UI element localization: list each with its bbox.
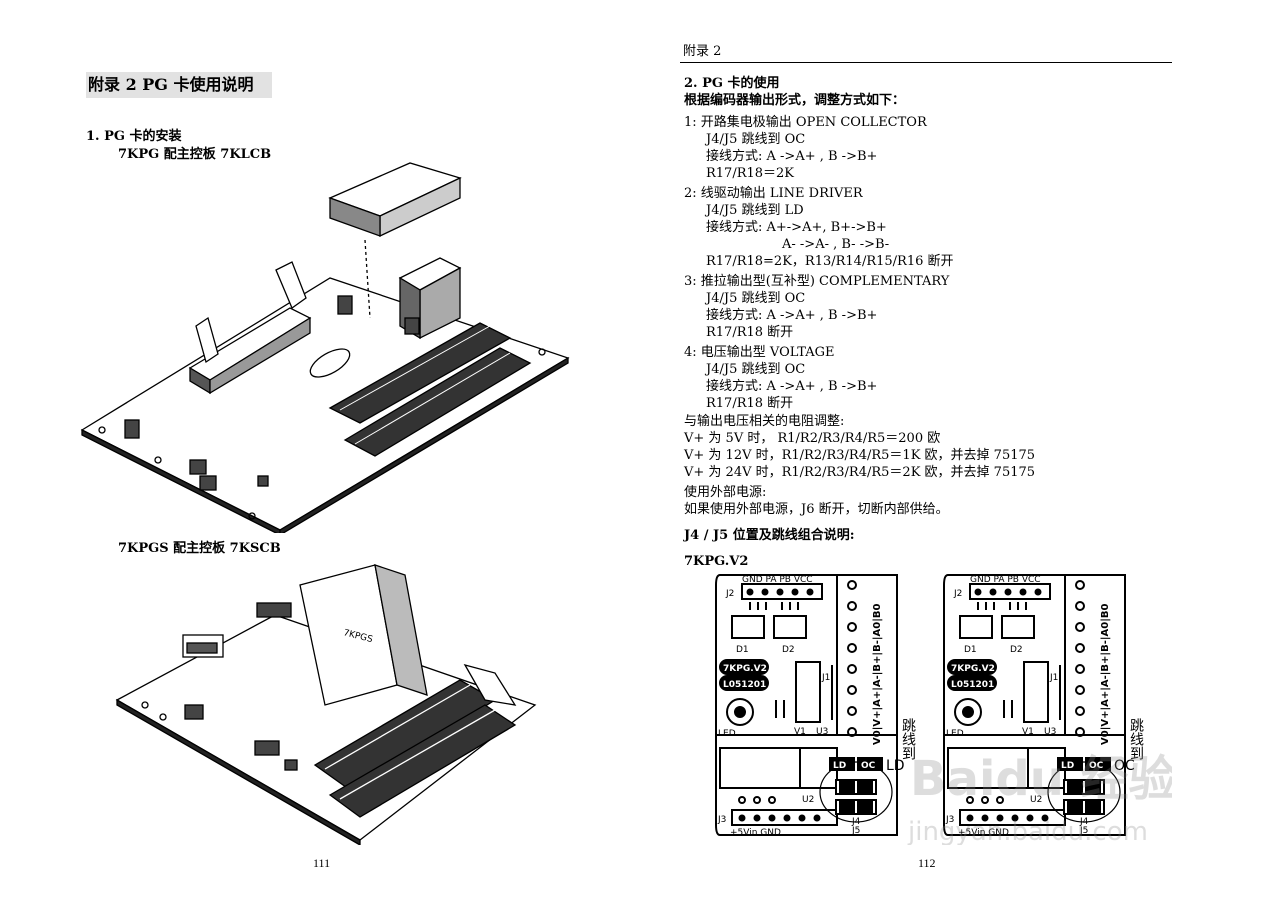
- mode-line: 接线方式: A ->A+ , B ->B+: [706, 308, 878, 323]
- j2-label: J2: [725, 589, 734, 599]
- mode-line: 接线方式: A ->A+ , B ->B+: [706, 379, 878, 394]
- jumper-note: 跳线到: [1128, 718, 1144, 760]
- u3-label: U3: [816, 727, 828, 737]
- terminal-label: V0|V+|A+|A-|B+|B-|A0|B0: [872, 604, 883, 745]
- j1-label: J1: [821, 673, 830, 683]
- baidu-watermark: Baidu 经验 jingyan.baidu.com: [907, 751, 1172, 845]
- j3-label: J3: [717, 815, 726, 825]
- mode-4: 4: 电压输出型 VOLTAGE J4/J5 跳线到 OC 接线方式: A ->…: [684, 344, 1174, 412]
- jumper-diagrams: GND PA PB VCC J2 D1 D2 J1 7KPG.V2 L05120…: [715, 574, 1172, 845]
- fig2-caption: 7KPGS 配主控板 7KSCB: [118, 541, 281, 556]
- jumper-target: OC: [1114, 758, 1135, 774]
- d1-label: D1: [736, 645, 749, 655]
- code-label: L051201: [951, 680, 994, 690]
- resistor-line: V+ 为 5V 时， R1/R2/R3/R4/R5＝200 欧: [684, 431, 941, 446]
- ext-power-text: 如果使用外部电源，J6 断开，切断内部供给。: [684, 502, 949, 517]
- mode-title: 4: 电压输出型 VOLTAGE: [684, 345, 835, 360]
- resistor-heading: 与输出电压相关的电阻调整:: [684, 414, 845, 429]
- mode-line: J4/J5 跳线到 OC: [706, 291, 806, 306]
- jumper-note: 跳线到: [900, 718, 916, 760]
- mode-line: J4/J5 跳线到 OC: [706, 132, 806, 147]
- board-diagram-oc: GND PA PB VCC J2 D1 D2 J1 7KPG.V2 L05120…: [943, 574, 1144, 838]
- mode-line: 接线方式: A+->A+, B+->B+: [706, 220, 887, 235]
- mode-title: 3: 推拉输出型(互补型) COMPLEMENTARY: [684, 274, 950, 289]
- mode-line: R17/R18 断开: [706, 325, 794, 340]
- oc-label: OC: [861, 761, 876, 771]
- watermark-url: jingyan.baidu.com: [907, 817, 1148, 845]
- model-label: 7KPG.V2: [723, 664, 767, 674]
- j5-label: J5: [851, 826, 860, 836]
- board-diagram-ld: GND PA PB VCC J2 D1 D2 J1 7KPG.V2 L05120…: [715, 574, 916, 838]
- board-name: 7KPG.V2: [684, 554, 749, 569]
- mode-2: 2: 线驱动输出 LINE DRIVER J4/J5 跳线到 LD 接线方式: …: [684, 185, 1174, 270]
- ld-label: LD: [833, 761, 846, 771]
- intro-text: 根据编码器输出形式，调整方式如下：: [684, 93, 906, 108]
- section2-heading: 2. PG 卡的使用: [684, 76, 780, 91]
- fig2-board-illustration: 7KPGS: [115, 564, 537, 845]
- mode-3: 3: 推拉输出型(互补型) COMPLEMENTARY J4/J5 跳线到 OC…: [684, 273, 1174, 341]
- terminal-label: V0|V+|A+|A-|B+|B-|A0|B0: [1100, 604, 1111, 745]
- d1-label: D1: [964, 645, 977, 655]
- section1-heading: 1. PG 卡的安装: [86, 129, 182, 144]
- appendix-title: 附录 2 PG 卡使用说明: [86, 72, 272, 98]
- mode-line: 接线方式: A ->A+ , B ->B+: [706, 149, 878, 164]
- jumper-target: LD: [886, 758, 905, 774]
- watermark-text: Baidu 经验: [910, 751, 1172, 807]
- j5-label: J5: [1079, 826, 1088, 836]
- u2-label: U2: [1030, 795, 1042, 805]
- j4-label: J4: [851, 817, 861, 827]
- led-label: LED: [718, 729, 736, 739]
- top-pins-label: GND PA PB VCC: [742, 575, 813, 585]
- right-page-number: 112: [918, 856, 936, 870]
- mode-1: 1: 开路集电极输出 OPEN COLLECTOR J4/J5 跳线到 OC 接…: [684, 114, 1174, 182]
- bottom-pins-label: +5Vin GND: [730, 828, 781, 838]
- mode-title: 2: 线驱动输出 LINE DRIVER: [684, 186, 863, 201]
- code-label: L051201: [723, 680, 766, 690]
- mode-line: R17/R18 断开: [706, 396, 794, 411]
- d2-label: D2: [782, 645, 795, 655]
- resistor-line: V+ 为 12V 时，R1/R2/R3/R4/R5＝1K 欧，并去掉 75175: [684, 448, 1036, 463]
- j2-label: J2: [953, 589, 962, 599]
- ext-power-heading: 使用外部电源:: [684, 485, 767, 500]
- mode-line: A- ->A- , B- ->B-: [782, 237, 890, 252]
- d2-label: D2: [1010, 645, 1023, 655]
- resistor-line: V+ 为 24V 时，R1/R2/R3/R4/R5＝2K 欧，并去掉 75175: [684, 465, 1036, 480]
- j4j5-heading: J4 / J5 位置及跳线组合说明:: [684, 528, 855, 543]
- ld-label: LD: [1061, 761, 1074, 771]
- mode-line: R17/R18＝2K: [706, 166, 795, 181]
- u3-label: U3: [1044, 727, 1056, 737]
- mode-line: J4/J5 跳线到 OC: [706, 362, 806, 377]
- model-label: 7KPG.V2: [951, 664, 995, 674]
- j3-label: J3: [945, 815, 954, 825]
- right-page-body: 2. PG 卡的使用 根据编码器输出形式，调整方式如下： 1: 开路集电极输出 …: [684, 75, 1174, 570]
- fig1-caption: 7KPG 配主控板 7KLCB: [118, 147, 272, 162]
- v1-label: V1: [794, 727, 806, 737]
- left-page-number: 111: [313, 856, 331, 870]
- bottom-pins-label: +5Vin GND: [958, 828, 1009, 838]
- j1-label: J1: [1049, 673, 1058, 683]
- v1-label: V1: [1022, 727, 1034, 737]
- mode-title: 1: 开路集电极输出 OPEN COLLECTOR: [684, 115, 927, 130]
- header-rule: [680, 62, 1172, 63]
- j4-label: J4: [1079, 817, 1089, 827]
- mode-line: R17/R18=2K，R13/R14/R15/R16 断开: [706, 254, 954, 269]
- led-label: LED: [946, 729, 964, 739]
- u2-label: U2: [802, 795, 814, 805]
- mode-line: J4/J5 跳线到 LD: [706, 203, 804, 218]
- fig1-board-illustration: [80, 162, 570, 533]
- right-page-header: 附录 2: [683, 44, 722, 59]
- oc-label: OC: [1089, 761, 1104, 771]
- top-pins-label: GND PA PB VCC: [970, 575, 1041, 585]
